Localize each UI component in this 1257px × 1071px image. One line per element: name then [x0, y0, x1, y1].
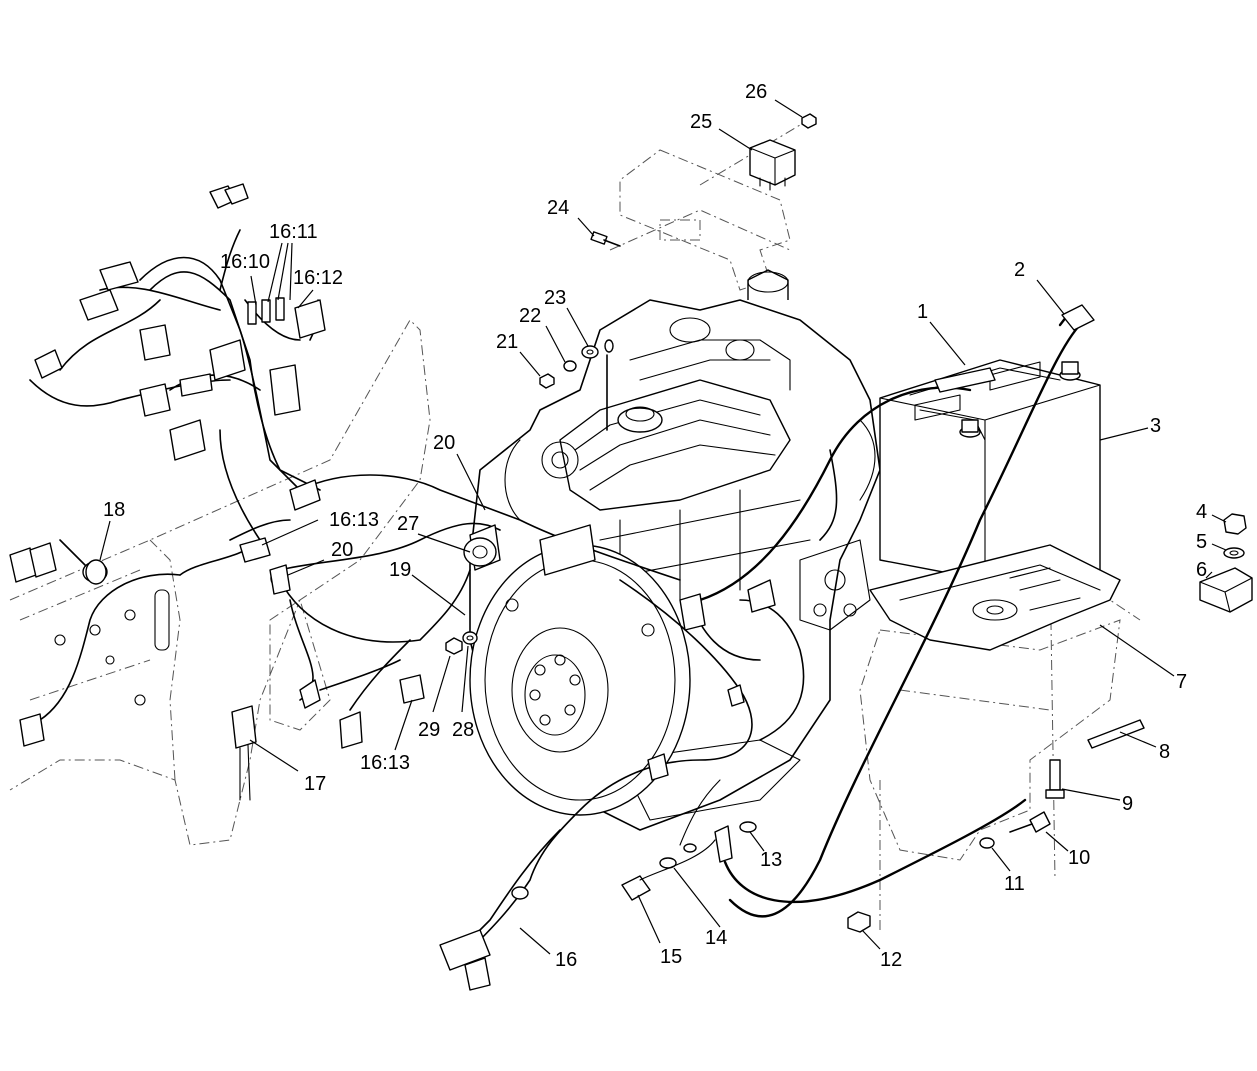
washer-5 [1223, 547, 1245, 559]
hold-down-clamp [1199, 567, 1253, 613]
callout-16-13-lower: 16:13 [360, 752, 410, 774]
bolt-10 [1009, 811, 1051, 833]
callout-10: 10 [1068, 847, 1090, 869]
bolt-24 [590, 231, 621, 247]
nut-4 [1223, 513, 1247, 535]
callout-4: 4 [1196, 501, 1207, 523]
callout-29: 29 [418, 719, 440, 741]
callout-23: 23 [544, 287, 566, 309]
callout-15: 15 [660, 946, 682, 968]
leader-lines [99, 99, 1227, 955]
callout-8: 8 [1159, 741, 1170, 763]
connector-17 [231, 705, 257, 801]
callout-16-10: 16:10 [220, 251, 270, 273]
callout-11: 11 [1004, 873, 1025, 895]
callout-labels: 1 2 3 4 5 6 7 8 9 10 11 12 13 14 15 16 1… [103, 81, 1207, 971]
callout-13: 13 [760, 849, 782, 871]
washer-11 [979, 837, 995, 849]
battery [879, 359, 1101, 581]
washer-23 [581, 345, 599, 359]
bolt-9 [1045, 759, 1065, 799]
callout-27: 27 [397, 513, 419, 535]
callout-28: 28 [452, 719, 474, 741]
sensor-20 [269, 564, 291, 595]
callout-3: 3 [1150, 415, 1161, 437]
harness-connectors [9, 183, 776, 991]
callout-21: 21 [496, 331, 518, 353]
callout-1: 1 [917, 301, 928, 323]
relay [749, 139, 796, 191]
nut-12 [847, 911, 871, 933]
upper-mount-bracket [609, 124, 801, 291]
callout-9: 9 [1122, 793, 1133, 815]
battery-cables [639, 304, 1095, 918]
callout-26: 26 [745, 81, 767, 103]
callout-20-upper: 20 [433, 432, 455, 454]
nut-26 [801, 113, 817, 129]
nut-21 [539, 373, 555, 389]
callout-22: 22 [519, 305, 541, 327]
callout-14: 14 [705, 927, 727, 949]
callout-19: 19 [389, 559, 411, 581]
callout-24: 24 [547, 197, 569, 219]
frame-side-plate [9, 319, 431, 846]
callout-6: 6 [1196, 559, 1207, 581]
callout-18: 18 [103, 499, 125, 521]
rod-8 [1087, 719, 1145, 749]
stud-23 [604, 339, 614, 431]
engine-block [469, 269, 881, 831]
nut-29 [445, 637, 463, 655]
callout-12: 12 [880, 949, 902, 971]
grommet-27 [463, 537, 497, 567]
callout-17: 17 [304, 773, 326, 795]
callout-25: 25 [690, 111, 712, 133]
callout-16-13-upper: 16:13 [329, 509, 379, 531]
callout-2: 2 [1014, 259, 1025, 281]
washer-28 [462, 631, 478, 645]
loop-18 [85, 559, 107, 585]
callout-16: 16 [555, 949, 577, 971]
ground-lugs [621, 821, 757, 901]
callout-5: 5 [1196, 531, 1207, 553]
callout-16-12: 16:12 [293, 267, 343, 289]
washer-22 [563, 360, 577, 372]
callout-20-lower: 20 [331, 539, 353, 561]
callout-7: 7 [1176, 671, 1187, 693]
callout-16-11: 16:11 [269, 221, 318, 243]
